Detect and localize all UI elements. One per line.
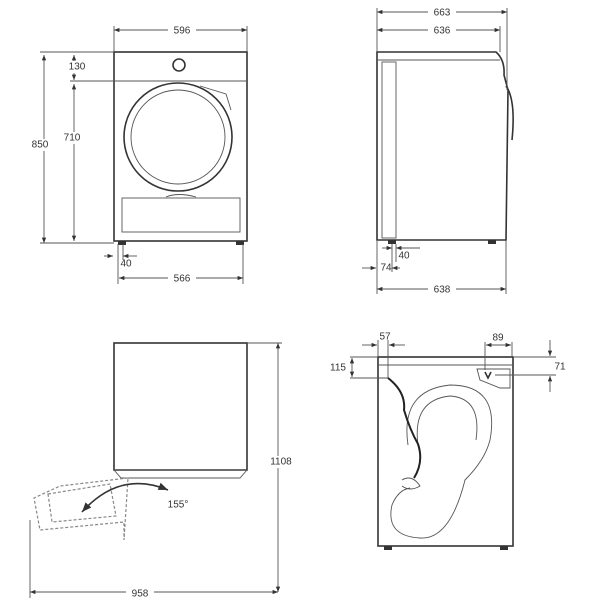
- dim-right-offset: 89: [492, 333, 504, 344]
- dim-back-offset: 74: [380, 263, 392, 274]
- dim-total-height: 1108: [270, 457, 292, 468]
- dim-side-foot-offset: 40: [398, 251, 410, 262]
- dim-right-height: 71: [554, 362, 566, 373]
- dim-width: 596: [174, 26, 191, 37]
- dim-left-height: 115: [330, 363, 346, 374]
- door-open-view: 155° 1108 958: [29, 342, 294, 600]
- open-door-outline: [33, 477, 129, 541]
- rear-view: 57 115 89 71: [330, 332, 566, 550]
- dim-top-panel: 130: [69, 62, 86, 73]
- door: [123, 82, 233, 192]
- dim-foot-span: 566: [174, 274, 191, 285]
- side-view: 663 636 40 74 638: [362, 6, 514, 296]
- dim-door-height: 710: [64, 133, 81, 144]
- dim-total-depth: 958: [132, 589, 149, 600]
- rear-body: [377, 356, 514, 547]
- hose-outline: [390, 384, 493, 539]
- dim-left-offset: 57: [379, 332, 391, 343]
- dim-depth-total: 663: [434, 8, 451, 19]
- open-body: [113, 342, 248, 471]
- power-cable: [387, 377, 422, 479]
- dim-depth-body: 636: [434, 26, 451, 37]
- vent-outlet: [476, 368, 511, 389]
- dim-foot-offset: 40: [120, 259, 132, 270]
- side-body: [376, 51, 509, 241]
- front-body: [113, 51, 248, 242]
- dim-depth-base: 638: [434, 285, 451, 296]
- filter-drawer: [121, 197, 241, 233]
- dim-height: 850: [32, 140, 49, 151]
- dim-door-angle: 155°: [168, 500, 189, 511]
- program-knob: [172, 58, 186, 72]
- front-view: 596 850 130 710 40 566: [30, 24, 248, 285]
